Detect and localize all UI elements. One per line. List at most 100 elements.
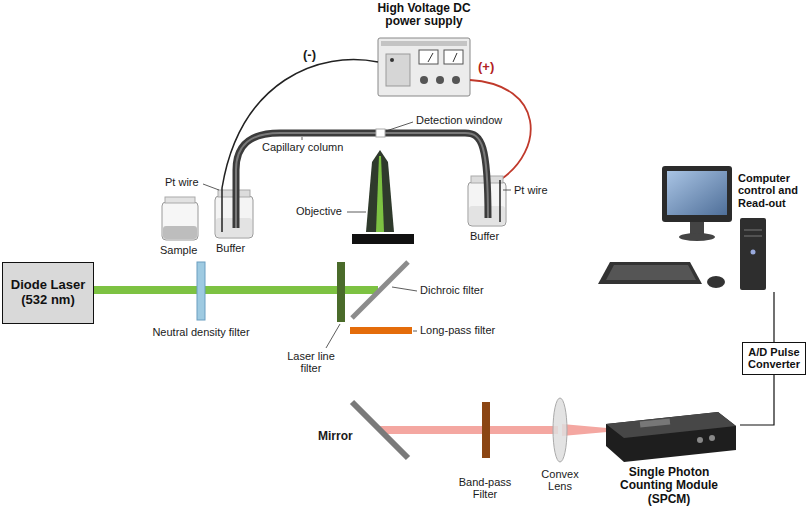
power-supply-unit <box>420 76 428 84</box>
leader-line <box>413 331 417 332</box>
label-anchor: Pt wire <box>165 176 199 188</box>
capillary-tube <box>236 133 488 228</box>
sample-vial <box>163 226 197 239</box>
pt-electrode <box>221 188 223 232</box>
objective-lens <box>352 150 414 244</box>
label-anchor: Convex Lens <box>538 468 582 493</box>
leader-line <box>386 122 413 131</box>
leader-line <box>503 190 511 191</box>
leader-line <box>203 122 511 348</box>
emission-beam <box>376 244 384 434</box>
part-label: Neutral density filter <box>152 326 250 338</box>
label-anchor: Mirror <box>318 430 353 443</box>
device-title: Computer control and Read-out <box>738 172 808 209</box>
spcm-device <box>606 412 736 438</box>
leader-line <box>347 212 366 213</box>
dichroic-mirror <box>352 262 408 318</box>
long-pass-filter <box>350 327 412 334</box>
objective-lens <box>376 156 384 232</box>
label-anchor: Objective <box>296 205 342 217</box>
laser-beam <box>94 286 378 294</box>
part-label: (+) <box>478 60 494 75</box>
sample-vial <box>162 197 198 240</box>
part-label: (-) <box>303 48 316 63</box>
label-anchor: (-) <box>303 48 316 63</box>
signal-cable <box>773 292 774 342</box>
detection-window-mark <box>376 129 385 137</box>
emission-beam <box>380 426 558 434</box>
label-anchor: Buffer <box>216 242 245 254</box>
neutral-density-filter <box>197 262 205 320</box>
label-anchor: Dichroic filter <box>420 284 484 296</box>
computer-illustration <box>707 276 725 288</box>
computer-illustration <box>751 250 756 255</box>
device-heading: High Voltage DC power supply <box>360 0 488 98</box>
power-supply-unit <box>453 53 457 62</box>
part-label: Pt wire <box>514 184 548 196</box>
converter-box: A/D Pulse Converter <box>742 342 806 375</box>
leader-line <box>302 137 303 140</box>
spcm-device <box>606 412 736 462</box>
computer-illustration <box>598 262 702 284</box>
device-title: Single Photon Counting Module (SPCM) <box>608 466 730 506</box>
computer-illustration <box>690 222 704 234</box>
spcm-device <box>606 412 736 462</box>
label-anchor: Neutral density filter <box>152 326 250 338</box>
spcm-device <box>709 435 715 441</box>
part-label: Buffer <box>216 242 245 254</box>
part-label: Buffer <box>470 230 499 242</box>
convex-lens <box>553 398 567 462</box>
label-anchor: Sample <box>160 244 197 256</box>
label-anchor: Detection window <box>416 114 502 126</box>
computer-illustration <box>679 233 715 241</box>
power-supply-unit <box>390 58 394 62</box>
computer-illustration <box>662 166 732 222</box>
computer-illustration <box>740 218 766 290</box>
device-title: High Voltage DC power supply <box>360 2 488 29</box>
part-label: Dichroic filter <box>420 284 484 296</box>
mirror <box>352 402 408 458</box>
device-heading: Computer control and Read-out <box>600 160 808 292</box>
part-label: Capillary column <box>262 141 343 153</box>
computer-illustration <box>667 171 727 215</box>
sample-vial <box>162 202 198 240</box>
band-pass-filter <box>482 402 490 458</box>
positive-wire <box>470 80 531 180</box>
power-supply-unit <box>428 53 433 62</box>
label-anchor: Buffer <box>470 230 499 242</box>
objective-lens <box>352 234 414 244</box>
pt-electrode <box>499 180 501 222</box>
leader-line <box>392 287 417 291</box>
part-label: Sample <box>160 244 197 256</box>
emission-beam <box>562 424 607 436</box>
power-supply-unit <box>378 38 470 96</box>
computer-illustration <box>744 230 762 231</box>
spcm-device <box>640 418 670 427</box>
power-supply-unit <box>436 76 444 84</box>
part-label: Objective <box>296 205 342 217</box>
label-anchor: Capillary column <box>262 141 343 153</box>
capillary-tube <box>236 133 488 228</box>
part-label: Long-pass filter <box>420 324 495 336</box>
leader-line <box>326 324 340 348</box>
capillary-tube <box>236 133 488 228</box>
label-anchor: Laser line filter <box>282 350 340 375</box>
power-supply-unit <box>419 50 438 64</box>
label-anchor: Band-pass Filter <box>455 476 515 501</box>
part-label: Pt wire <box>165 176 199 188</box>
computer-illustration <box>744 236 762 237</box>
part-label: Mirror <box>318 430 353 443</box>
sample-vial <box>165 197 195 203</box>
power-supply-unit <box>386 54 410 86</box>
computer-illustration <box>606 265 696 280</box>
power-supply-unit <box>452 76 460 84</box>
label-anchor: Pt wire <box>514 184 548 196</box>
power-supply-unit <box>381 41 467 46</box>
part-label: Laser line filter <box>282 350 340 375</box>
part-label: Detection window <box>416 114 502 126</box>
signal-cable <box>740 375 774 425</box>
